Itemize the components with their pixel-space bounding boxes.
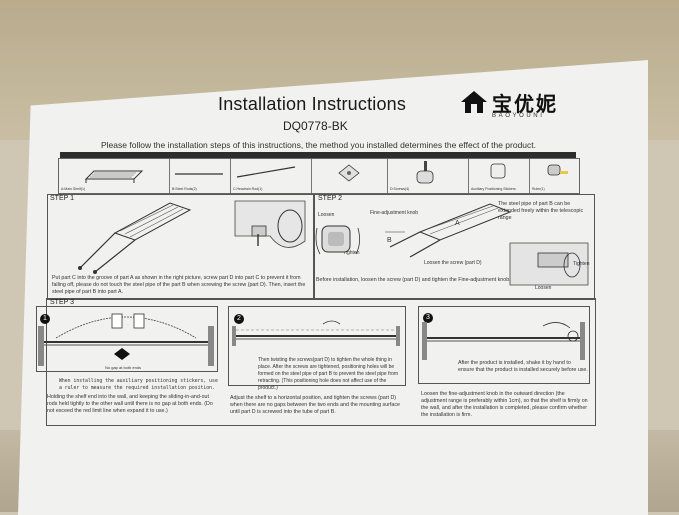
step-number-3: 3 — [423, 313, 433, 323]
step1-detail-illustration — [234, 200, 306, 248]
part-label: Ruler(1) — [532, 187, 545, 191]
part-pad-cell — [312, 159, 388, 193]
panel2-instructions: Adjust the shelf to a horizontal positio… — [230, 395, 400, 415]
tighten-label: Tighten — [343, 250, 360, 256]
house-logo-icon — [461, 91, 487, 113]
step-number-1: 1 — [40, 314, 50, 324]
step1-box — [47, 194, 315, 300]
shake-note: After the product is installed, shake it… — [458, 360, 588, 373]
loosen-label: Loosen — [318, 212, 335, 218]
model-number: DQ0778-BK — [283, 119, 348, 133]
step3-label: STEP 3 — [50, 299, 74, 306]
screw-icon — [416, 161, 434, 184]
step1-label: STEP 1 — [50, 195, 74, 202]
ruler-note: When installing the auxiliary positionin… — [59, 379, 218, 391]
panel1-instructions: Holding the shelf end into the wall, and… — [47, 394, 213, 414]
square-pad-icon — [338, 164, 360, 182]
step3-panel-2 — [228, 306, 406, 386]
part-a-cell: A:Main Shelf(1) — [59, 159, 170, 193]
step3-panel-1 — [36, 306, 218, 372]
loosen-screw-label: Loosen the screw (part D) — [424, 260, 482, 266]
tape-measure-icon — [547, 164, 568, 176]
part-label: A:Main Shelf(1) — [61, 187, 86, 191]
step2-instructions: Before installation, loosen the screw (p… — [316, 277, 511, 283]
step1-instructions: Put part C into the groove of part A as … — [52, 275, 306, 295]
page-subtitle: Please follow the installation steps of … — [101, 140, 537, 150]
step2-box — [313, 194, 595, 300]
panel3-instructions: Loosen the fine-adjustment knob in the o… — [421, 391, 588, 418]
panel1-illustration — [38, 313, 214, 366]
step-number-2: 2 — [234, 314, 244, 324]
page-title: Installation Instructions — [218, 94, 407, 114]
header-divider — [60, 152, 576, 158]
step3-box — [46, 298, 596, 426]
step1-shelf-illustration — [78, 202, 192, 274]
part-ruler-cell: Ruler(1) — [530, 159, 583, 193]
brand-name-en: BAOYOUNI — [492, 113, 545, 119]
headrain-rod-icon — [236, 166, 296, 178]
loosen-label-2: Loosen — [535, 285, 552, 291]
panel3-illustration — [422, 322, 585, 360]
brand-name-cn: 宝优妮 — [492, 92, 558, 116]
part-a-marker: A — [455, 220, 460, 227]
panel2-illustration — [232, 320, 400, 346]
part-b-marker: B — [387, 237, 392, 244]
twist-note: Then twisting the screws(part D) to tigh… — [258, 357, 399, 391]
part-b-cell: B:Steel Rods(2) — [170, 159, 231, 193]
step2-shelf-illustration — [385, 203, 512, 258]
step2-label: STEP 2 — [318, 195, 342, 202]
part-label: D:Screws(4) — [390, 187, 410, 191]
parts-list: A:Main Shelf(1) B:Steel Rods(2) C:Headra… — [58, 158, 580, 194]
paper-sheet — [18, 60, 648, 515]
part-label: B:Steel Rods(2) — [172, 187, 197, 191]
part-c-cell: C:Headrain Rod(1) — [231, 159, 312, 193]
sticker-icon — [490, 163, 506, 179]
fine-adjustment-knob-label: Fine-adjustment knob — [370, 210, 419, 216]
knob-illustration — [315, 225, 360, 255]
step3-panel-3 — [418, 306, 590, 384]
no-gap-label: No gap at both ends — [105, 365, 142, 370]
pipe-extension-note: The steel pipe of part B can be extended… — [498, 201, 584, 221]
part-label: Auxiliary Positioning Stickers — [471, 187, 516, 191]
tighten-label-2: Tighten — [573, 261, 590, 267]
part-label: C:Headrain Rod(1) — [233, 187, 263, 191]
brand-logo: 宝优妮 BAOYOUNI — [460, 90, 580, 124]
steel-rod-icon — [175, 173, 223, 175]
part-d-cell: D:Screws(4) — [388, 159, 469, 193]
part-sticker-cell: Auxiliary Positioning Stickers — [469, 159, 530, 193]
shelf-icon — [84, 170, 144, 183]
wall-bracket-illustration — [509, 242, 589, 286]
